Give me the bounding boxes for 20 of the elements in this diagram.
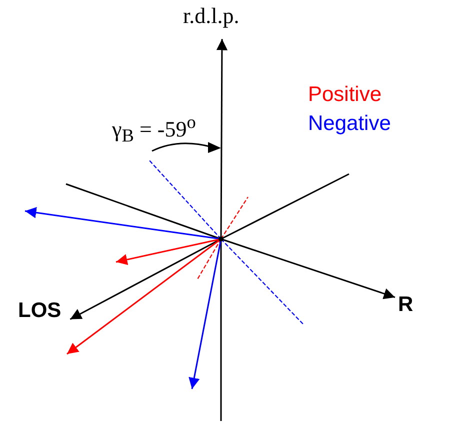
dashed-line xyxy=(148,160,222,240)
arrow xyxy=(216,39,228,239)
arrow xyxy=(116,238,222,266)
dashed-line xyxy=(220,238,304,326)
legend-text: Positive xyxy=(308,84,382,105)
line xyxy=(220,239,222,421)
legend-text: Negative xyxy=(308,113,391,134)
axis-label: r.d.l.p. xyxy=(183,3,240,28)
angle-label: γ$_{B}$ = -59$^{o}$ xyxy=(112,113,196,146)
line xyxy=(66,183,222,240)
arrow xyxy=(220,238,396,300)
line xyxy=(220,173,350,240)
arrow xyxy=(188,238,222,390)
center-point xyxy=(218,236,224,242)
arrow xyxy=(24,207,222,240)
arrow xyxy=(66,238,222,355)
dashed-line xyxy=(196,238,222,280)
dashed-line xyxy=(220,196,248,240)
axis-label: R xyxy=(398,293,414,316)
axis-label: LOS xyxy=(18,299,62,322)
